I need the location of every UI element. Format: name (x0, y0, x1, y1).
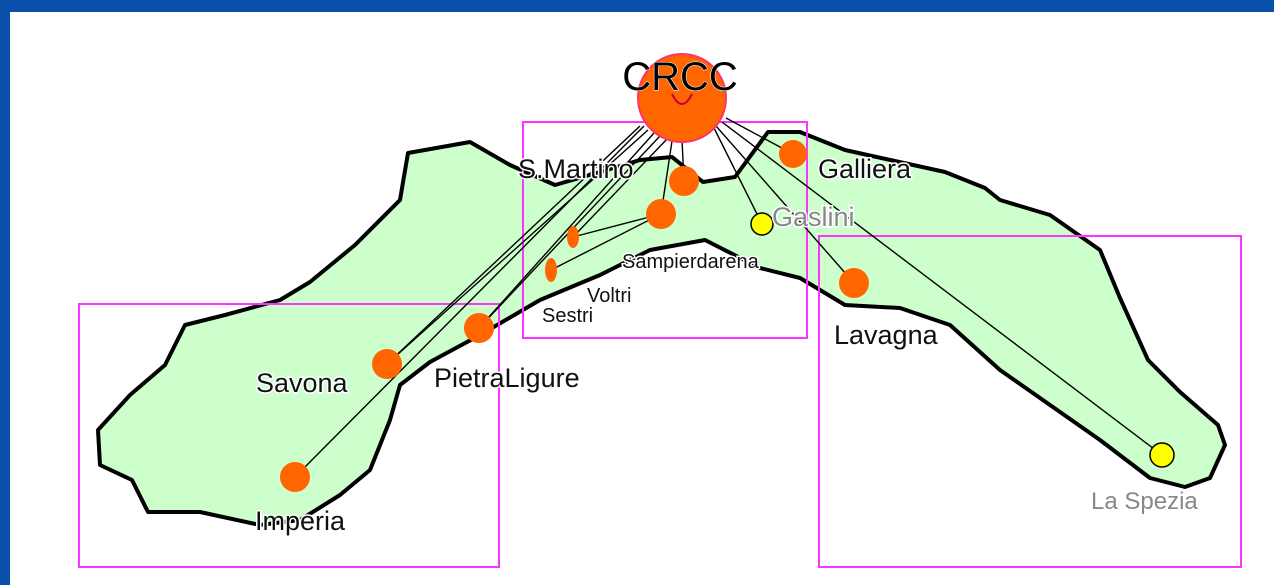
node-voltri (567, 226, 579, 248)
link-gaslini (713, 127, 763, 225)
label-gaslini: Gaslini (772, 202, 855, 232)
label-laspezia: La Spezia (1091, 488, 1198, 515)
label-smartino: S.Martino (518, 154, 634, 184)
frame-west (78, 303, 500, 568)
connection-lines (294, 117, 1163, 478)
label-voltri: Voltri (587, 285, 631, 307)
link-extra-2 (572, 137, 669, 238)
crcc-hub-label: CRCC (622, 55, 738, 99)
node-imperia (280, 462, 310, 492)
node-smartino (669, 166, 699, 196)
label-sampierdarena: Sampierdarena (622, 251, 760, 273)
node-gaslini (750, 212, 774, 236)
liguria-region-shape (96, 130, 1227, 527)
label-galliera: Galliera (818, 154, 912, 184)
label-pietraligure: PietraLigure (434, 363, 580, 393)
frame-east (818, 235, 1242, 568)
node-markers (280, 140, 1175, 492)
node-lavagna (839, 268, 869, 298)
link-extra-0 (386, 125, 641, 365)
node-laspezia (1149, 442, 1175, 468)
link-lavagna (715, 125, 855, 284)
label-sestri: Sestri (542, 305, 593, 327)
label-imperia: Imperia (255, 506, 346, 536)
node-sampierdarena (646, 199, 676, 229)
link-laspezia (721, 121, 1163, 456)
label-savona: Savona (256, 368, 349, 398)
crcc-hub-smile (671, 93, 693, 105)
link-savona (386, 129, 649, 365)
node-pietraligure (464, 313, 494, 343)
link-voltri (572, 213, 662, 238)
node-sestri (545, 258, 557, 282)
link-imperia (294, 125, 645, 478)
node-galliera (779, 140, 807, 168)
link-sestri (550, 213, 662, 271)
label-lavagna: Lavagna (834, 320, 939, 350)
crcc-hub-circle (637, 53, 727, 143)
slide-canvas: CRCC S.Martino Galliera Gaslini Sampierd… (10, 12, 1274, 585)
link-extra-1 (478, 132, 655, 329)
node-savona (372, 349, 402, 379)
